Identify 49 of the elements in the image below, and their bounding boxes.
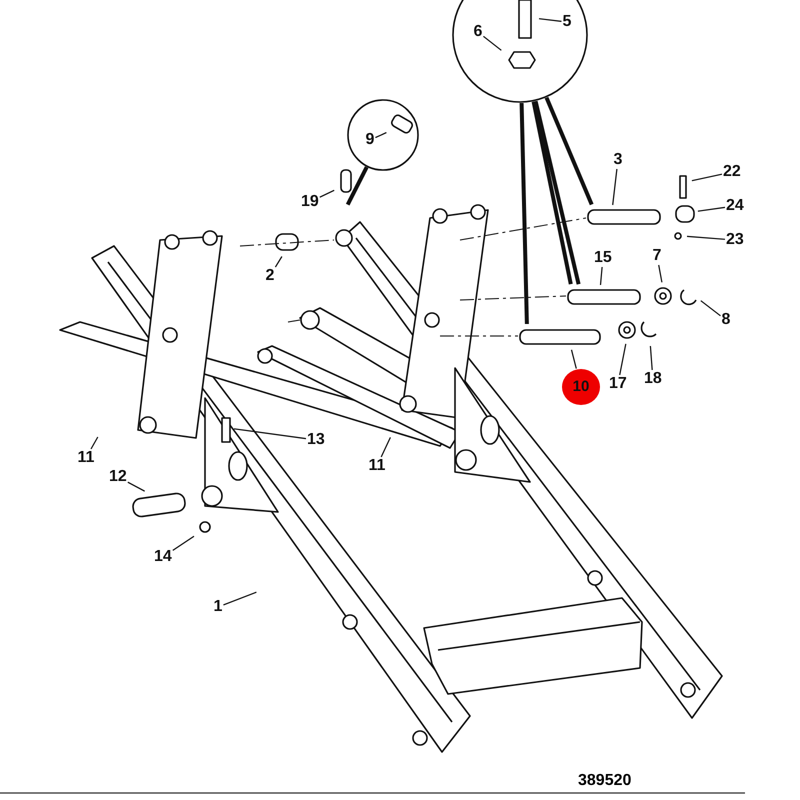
leader-line bbox=[128, 482, 145, 492]
leader-line bbox=[90, 436, 98, 450]
callout-number: 3 bbox=[612, 151, 624, 169]
callout-number: 13 bbox=[306, 431, 326, 449]
leader-line bbox=[612, 168, 618, 206]
leader-line bbox=[375, 132, 387, 138]
leader-line bbox=[483, 36, 502, 51]
callout-number: 18 bbox=[643, 370, 663, 388]
callout-number: 11 bbox=[368, 457, 386, 475]
leader-line bbox=[692, 174, 722, 182]
leader-line bbox=[650, 346, 653, 370]
leader-line bbox=[686, 236, 726, 240]
detail-link-line bbox=[534, 100, 581, 285]
callout-number: 19 bbox=[300, 193, 320, 211]
detail-link-line bbox=[532, 101, 573, 284]
leader-line bbox=[234, 428, 306, 440]
callout-number: 2 bbox=[264, 267, 276, 285]
leader-line bbox=[380, 437, 391, 458]
callout-number: 17 bbox=[608, 375, 628, 393]
detail-link-line bbox=[544, 96, 594, 206]
leader-line bbox=[619, 344, 626, 376]
callout-number: 8 bbox=[720, 311, 732, 329]
drawing-number: 389520 bbox=[578, 772, 632, 789]
detail-link-line bbox=[520, 102, 529, 324]
highlighted-callout-number: 10 bbox=[562, 369, 600, 405]
callout-number: 14 bbox=[153, 548, 173, 566]
callout-number: 11 bbox=[76, 449, 96, 467]
callout-number: 5 bbox=[562, 13, 572, 31]
detail-circle bbox=[347, 99, 419, 171]
leader-line bbox=[570, 350, 577, 369]
callout-number: 6 bbox=[472, 23, 484, 41]
callout-number: 12 bbox=[108, 468, 128, 486]
callout-number: 7 bbox=[652, 247, 662, 265]
callout-number: 15 bbox=[593, 249, 613, 267]
callout-number: 1 bbox=[212, 598, 224, 616]
leader-line bbox=[538, 18, 562, 22]
leader-line bbox=[223, 592, 257, 606]
leader-line bbox=[172, 536, 194, 551]
leader-line bbox=[658, 264, 662, 282]
callout-number: 9 bbox=[364, 131, 376, 149]
leader-line bbox=[600, 266, 603, 286]
detail-link-line bbox=[346, 166, 368, 206]
leader-line bbox=[698, 206, 726, 212]
leader-line bbox=[700, 300, 721, 316]
callout-number: 22 bbox=[722, 163, 742, 181]
leader-line bbox=[274, 256, 282, 268]
leader-line bbox=[320, 190, 334, 198]
callout-number: 23 bbox=[725, 231, 745, 249]
callout-number: 24 bbox=[725, 197, 745, 215]
